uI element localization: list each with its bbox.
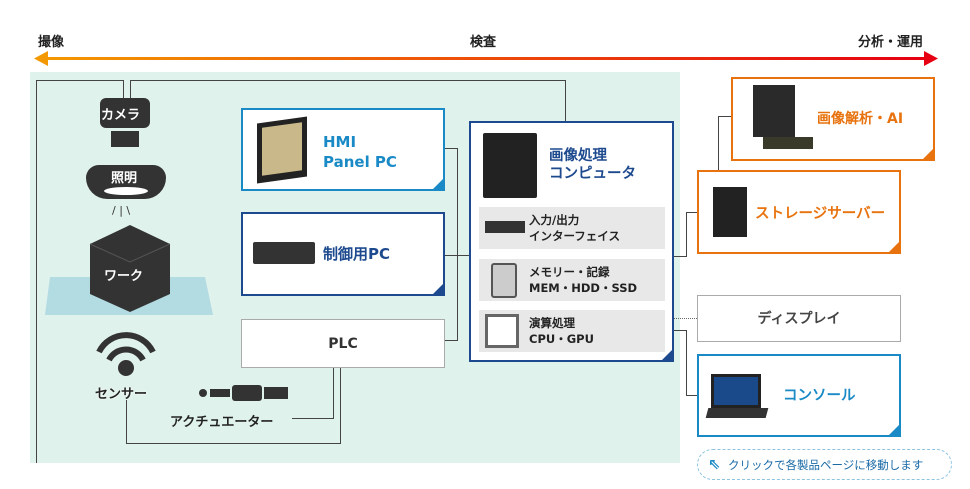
actuator-icon [199, 385, 288, 401]
tower-pc-image [483, 133, 537, 198]
display-label: ディスプレイ [757, 311, 841, 327]
actuator-label: アクチュエーター [170, 415, 274, 430]
cursor-icon: ⇖ [708, 455, 721, 473]
lighting-icon [86, 165, 166, 199]
click-hint: ⇖ クリックで各製品ページに移動します [697, 449, 952, 480]
cpu-item: 演算処理 CPU・GPU [479, 310, 665, 352]
cpu-icon [485, 314, 519, 348]
display-box: ディスプレイ [697, 295, 901, 342]
camera-label: カメラ [101, 108, 141, 123]
plc-label: PLC [328, 336, 358, 352]
hmi-label: HMI Panel PC [323, 133, 397, 171]
memory-item: メモリー・記録 MEM・HDD・SSD [479, 259, 665, 301]
io-card-icon [485, 221, 525, 233]
stage-capture: 撮像 [38, 35, 65, 50]
control-pc-label: 制御用PC [323, 245, 391, 263]
sensor-label: センサー [95, 387, 148, 402]
storage-label: ストレージサーバー [755, 206, 886, 222]
storage-server-box[interactable]: ストレージサーバー [697, 170, 901, 254]
plc-box: PLC [241, 319, 445, 368]
stage-inspection: 検査 [470, 35, 497, 50]
ai-label: 画像解析・AI [817, 111, 904, 127]
console-label: コンソール [783, 388, 856, 404]
laptop-image [711, 374, 761, 408]
control-pc-box[interactable]: 制御用PC [241, 212, 445, 296]
hint-text: クリックで各製品ページに移動します [728, 458, 924, 472]
hdd-icon [491, 263, 517, 298]
box-pc-image [253, 242, 315, 264]
image-processing-computer-box[interactable]: 画像処理 コンピュータ 入力/出力 インターフェイス メモリー・記録 MEM・H… [469, 121, 674, 362]
computer-label: 画像処理 コンピュータ [549, 148, 636, 182]
work-icon [45, 225, 213, 315]
process-arrow [34, 51, 938, 66]
hmi-panel-pc-box[interactable]: HMI Panel PC [241, 108, 445, 191]
panel-pc-image [257, 116, 307, 184]
camera-icon [100, 98, 150, 128]
console-box[interactable]: コンソール [697, 354, 901, 437]
image-analysis-ai-box[interactable]: 画像解析・AI [731, 77, 935, 161]
gpu-image [763, 137, 813, 149]
io-interface-item: 入力/出力 インターフェイス [479, 207, 665, 249]
workstation-image [753, 85, 795, 137]
lighting-label: 照明 [111, 171, 138, 186]
work-label: ワーク [104, 269, 144, 284]
stage-analysis: 分析・運用 [858, 35, 924, 50]
server-image [713, 187, 747, 237]
sensor-icon [96, 332, 156, 376]
